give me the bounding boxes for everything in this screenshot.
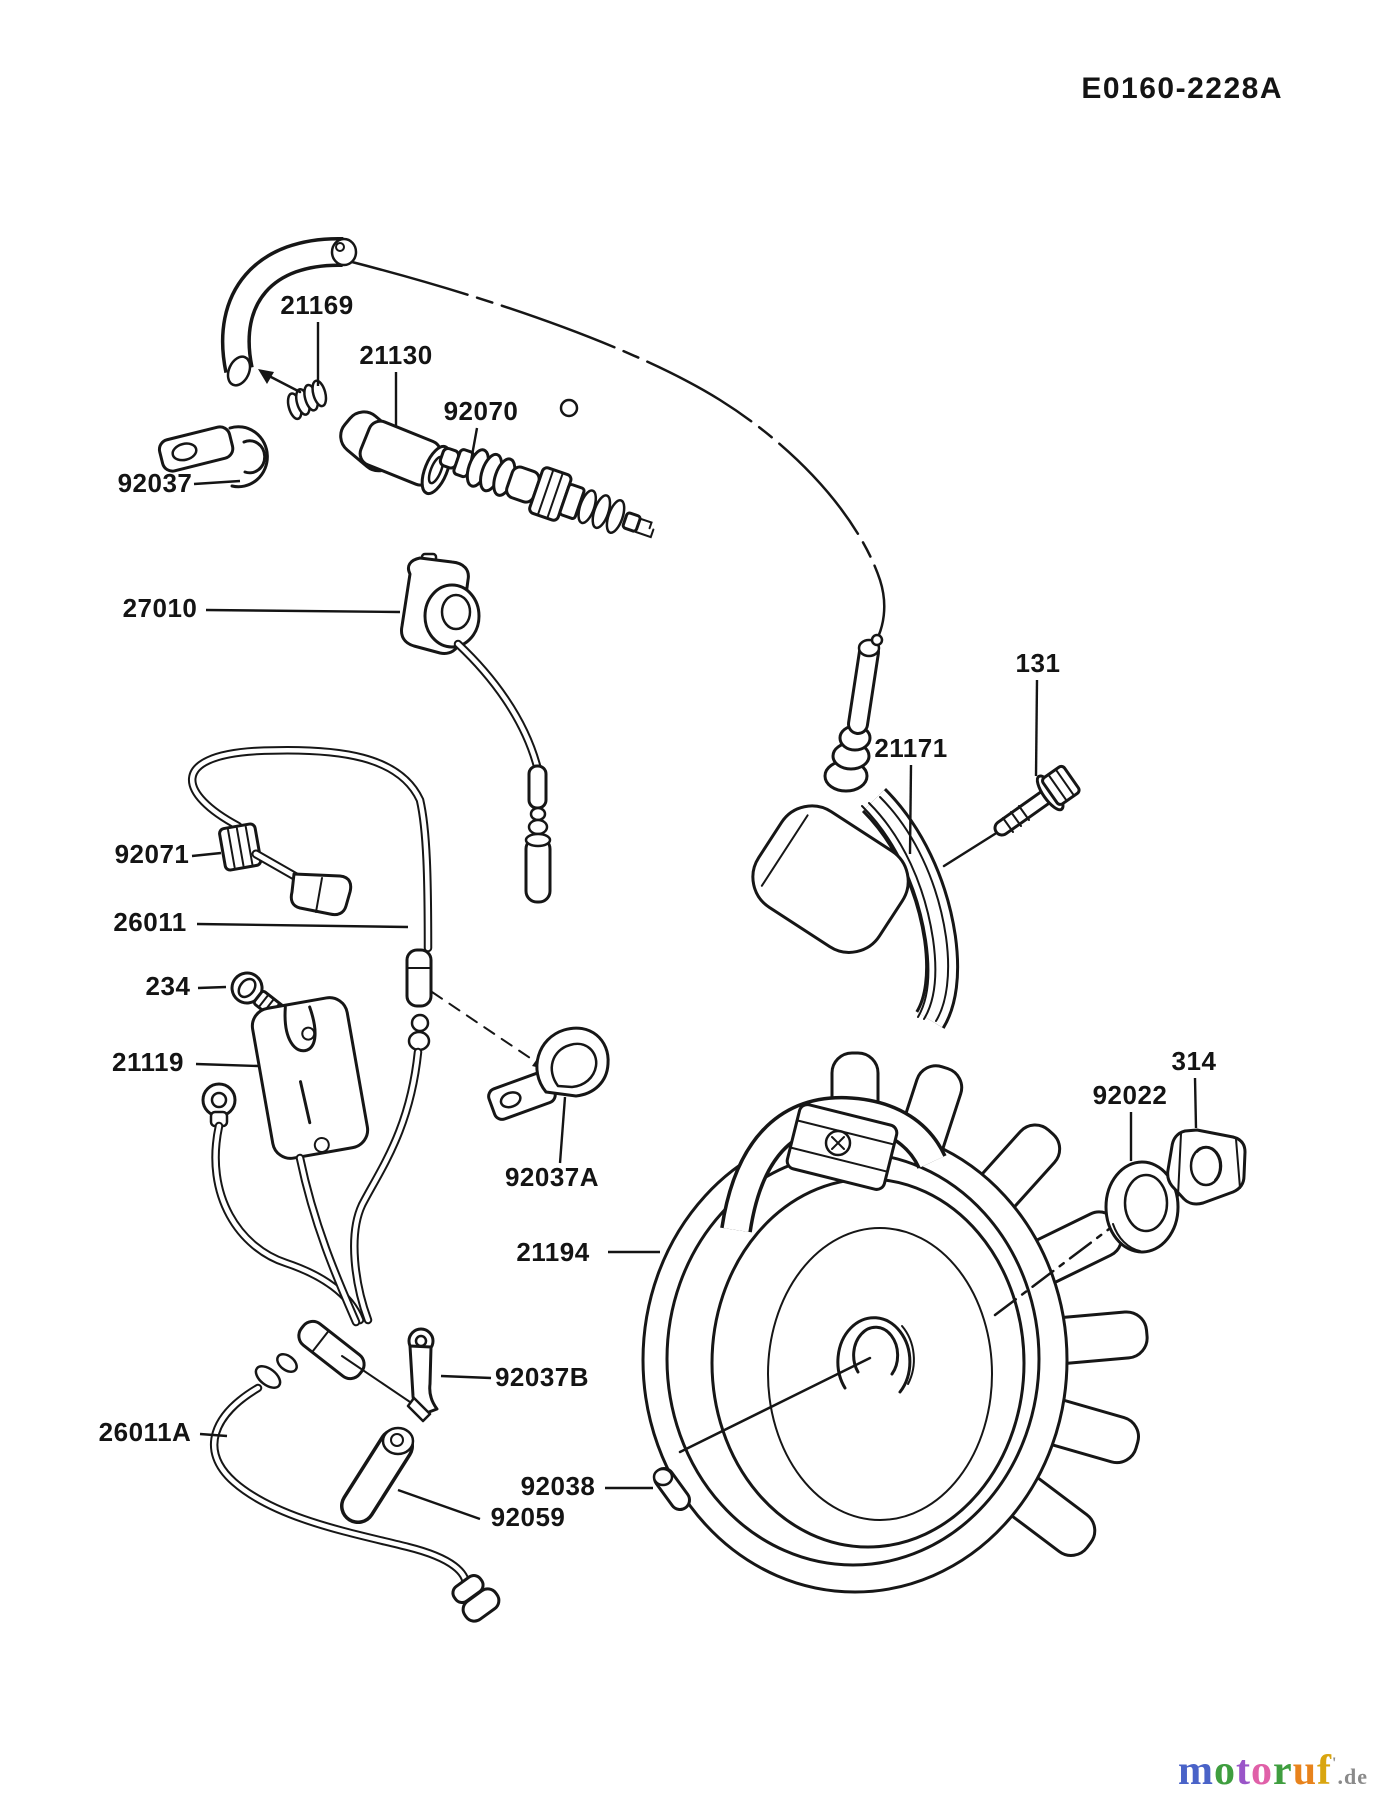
washer-drawing — [1104, 1160, 1180, 1254]
logo-letter: r — [1273, 1748, 1293, 1794]
leader-92070 — [469, 427, 479, 462]
bolt-131-drawing — [942, 764, 1081, 868]
doc-number: E0160-2228A — [1081, 72, 1283, 105]
part-label-234: 234 — [146, 971, 191, 1001]
leader-21119 — [195, 1062, 259, 1068]
plug-cap-drawing — [339, 410, 452, 496]
part-label-21194: 21194 — [516, 1237, 589, 1267]
part-label-26011A: 26011A — [99, 1417, 192, 1447]
switch-wire-connector-drawing — [524, 764, 552, 904]
logo-letter: t — [1236, 1748, 1252, 1794]
spring-drawing — [286, 379, 328, 421]
harness-connector-drawing — [254, 1319, 411, 1403]
cable-clamp-92037a-drawing — [487, 1026, 610, 1121]
part-label-92071: 92071 — [115, 839, 190, 869]
part-label-92037A: 92037A — [505, 1162, 599, 1192]
condenser-drawing — [340, 1426, 415, 1524]
motoruf-watermark: motoruf'.de — [1178, 1750, 1368, 1792]
wire-clip-drawing — [218, 822, 353, 917]
stop-switch-drawing — [400, 552, 481, 655]
logo-letter: u — [1292, 1748, 1318, 1794]
part-label-92059: 92059 — [491, 1502, 566, 1532]
logo-letter: o — [1214, 1748, 1237, 1794]
switch-wire-drawing — [453, 639, 542, 771]
crankshaft-axis-line — [993, 1181, 1172, 1317]
part-label-92037B: 92037B — [495, 1362, 589, 1392]
nut-drawing — [1166, 1128, 1247, 1206]
connector-to-clamp-arrow — [431, 991, 548, 1070]
part-label-21169: 21169 — [280, 290, 353, 320]
igniter-drawing — [201, 996, 370, 1327]
leader-92037 — [193, 479, 241, 486]
part-label-92038: 92038 — [521, 1471, 596, 1501]
part-label-21119: 21119 — [112, 1047, 184, 1077]
leader-234 — [197, 985, 227, 990]
bracket-92037b-drawing — [406, 1327, 439, 1423]
part-label-21171: 21171 — [874, 733, 947, 763]
lead-wire-26011-drawing — [188, 745, 433, 1325]
plug-terminal-nut-drawing — [559, 398, 579, 418]
part-label-314: 314 — [1172, 1046, 1217, 1076]
ignition-coil-drawing — [751, 633, 960, 1029]
flywheel-key-drawing — [652, 1467, 691, 1511]
leader-92037B — [440, 1374, 492, 1380]
part-label-27010: 27010 — [123, 593, 198, 623]
spark-plug-drawing — [438, 446, 655, 539]
leader-92071 — [191, 851, 222, 858]
part-label-92037: 92037 — [118, 468, 193, 498]
logo-letter: o — [1251, 1748, 1274, 1794]
logo-letter: f — [1317, 1748, 1333, 1794]
leader-314 — [1193, 1077, 1198, 1129]
flywheel-drawing — [641, 1051, 1149, 1594]
lead-wire-26011a-drawing — [210, 1383, 501, 1623]
part-label-26011: 26011 — [113, 907, 186, 937]
cable-clamp-92037-drawing — [157, 425, 269, 489]
logo-letter: m — [1178, 1748, 1215, 1794]
leader-92037A — [558, 1096, 567, 1164]
logo-word: motoruf' — [1178, 1748, 1337, 1794]
leader-27010 — [205, 608, 401, 614]
leader-92059 — [397, 1488, 481, 1521]
leader-26011 — [196, 922, 409, 929]
leader-21171 — [908, 764, 913, 855]
part-label-92022: 92022 — [1093, 1080, 1168, 1110]
logo-letter: ' — [1332, 1755, 1338, 1772]
leader-131 — [1034, 679, 1039, 777]
spring-arrow — [258, 369, 302, 394]
part-label-92070: 92070 — [444, 396, 519, 426]
logo-suffix: .de — [1337, 1764, 1368, 1789]
plug-wire-route-line — [350, 260, 886, 647]
leader-26011A — [199, 1432, 228, 1438]
part-label-131: 131 — [1016, 648, 1061, 678]
part-label-21130: 21130 — [359, 340, 432, 370]
hose-drawing — [220, 236, 358, 387]
